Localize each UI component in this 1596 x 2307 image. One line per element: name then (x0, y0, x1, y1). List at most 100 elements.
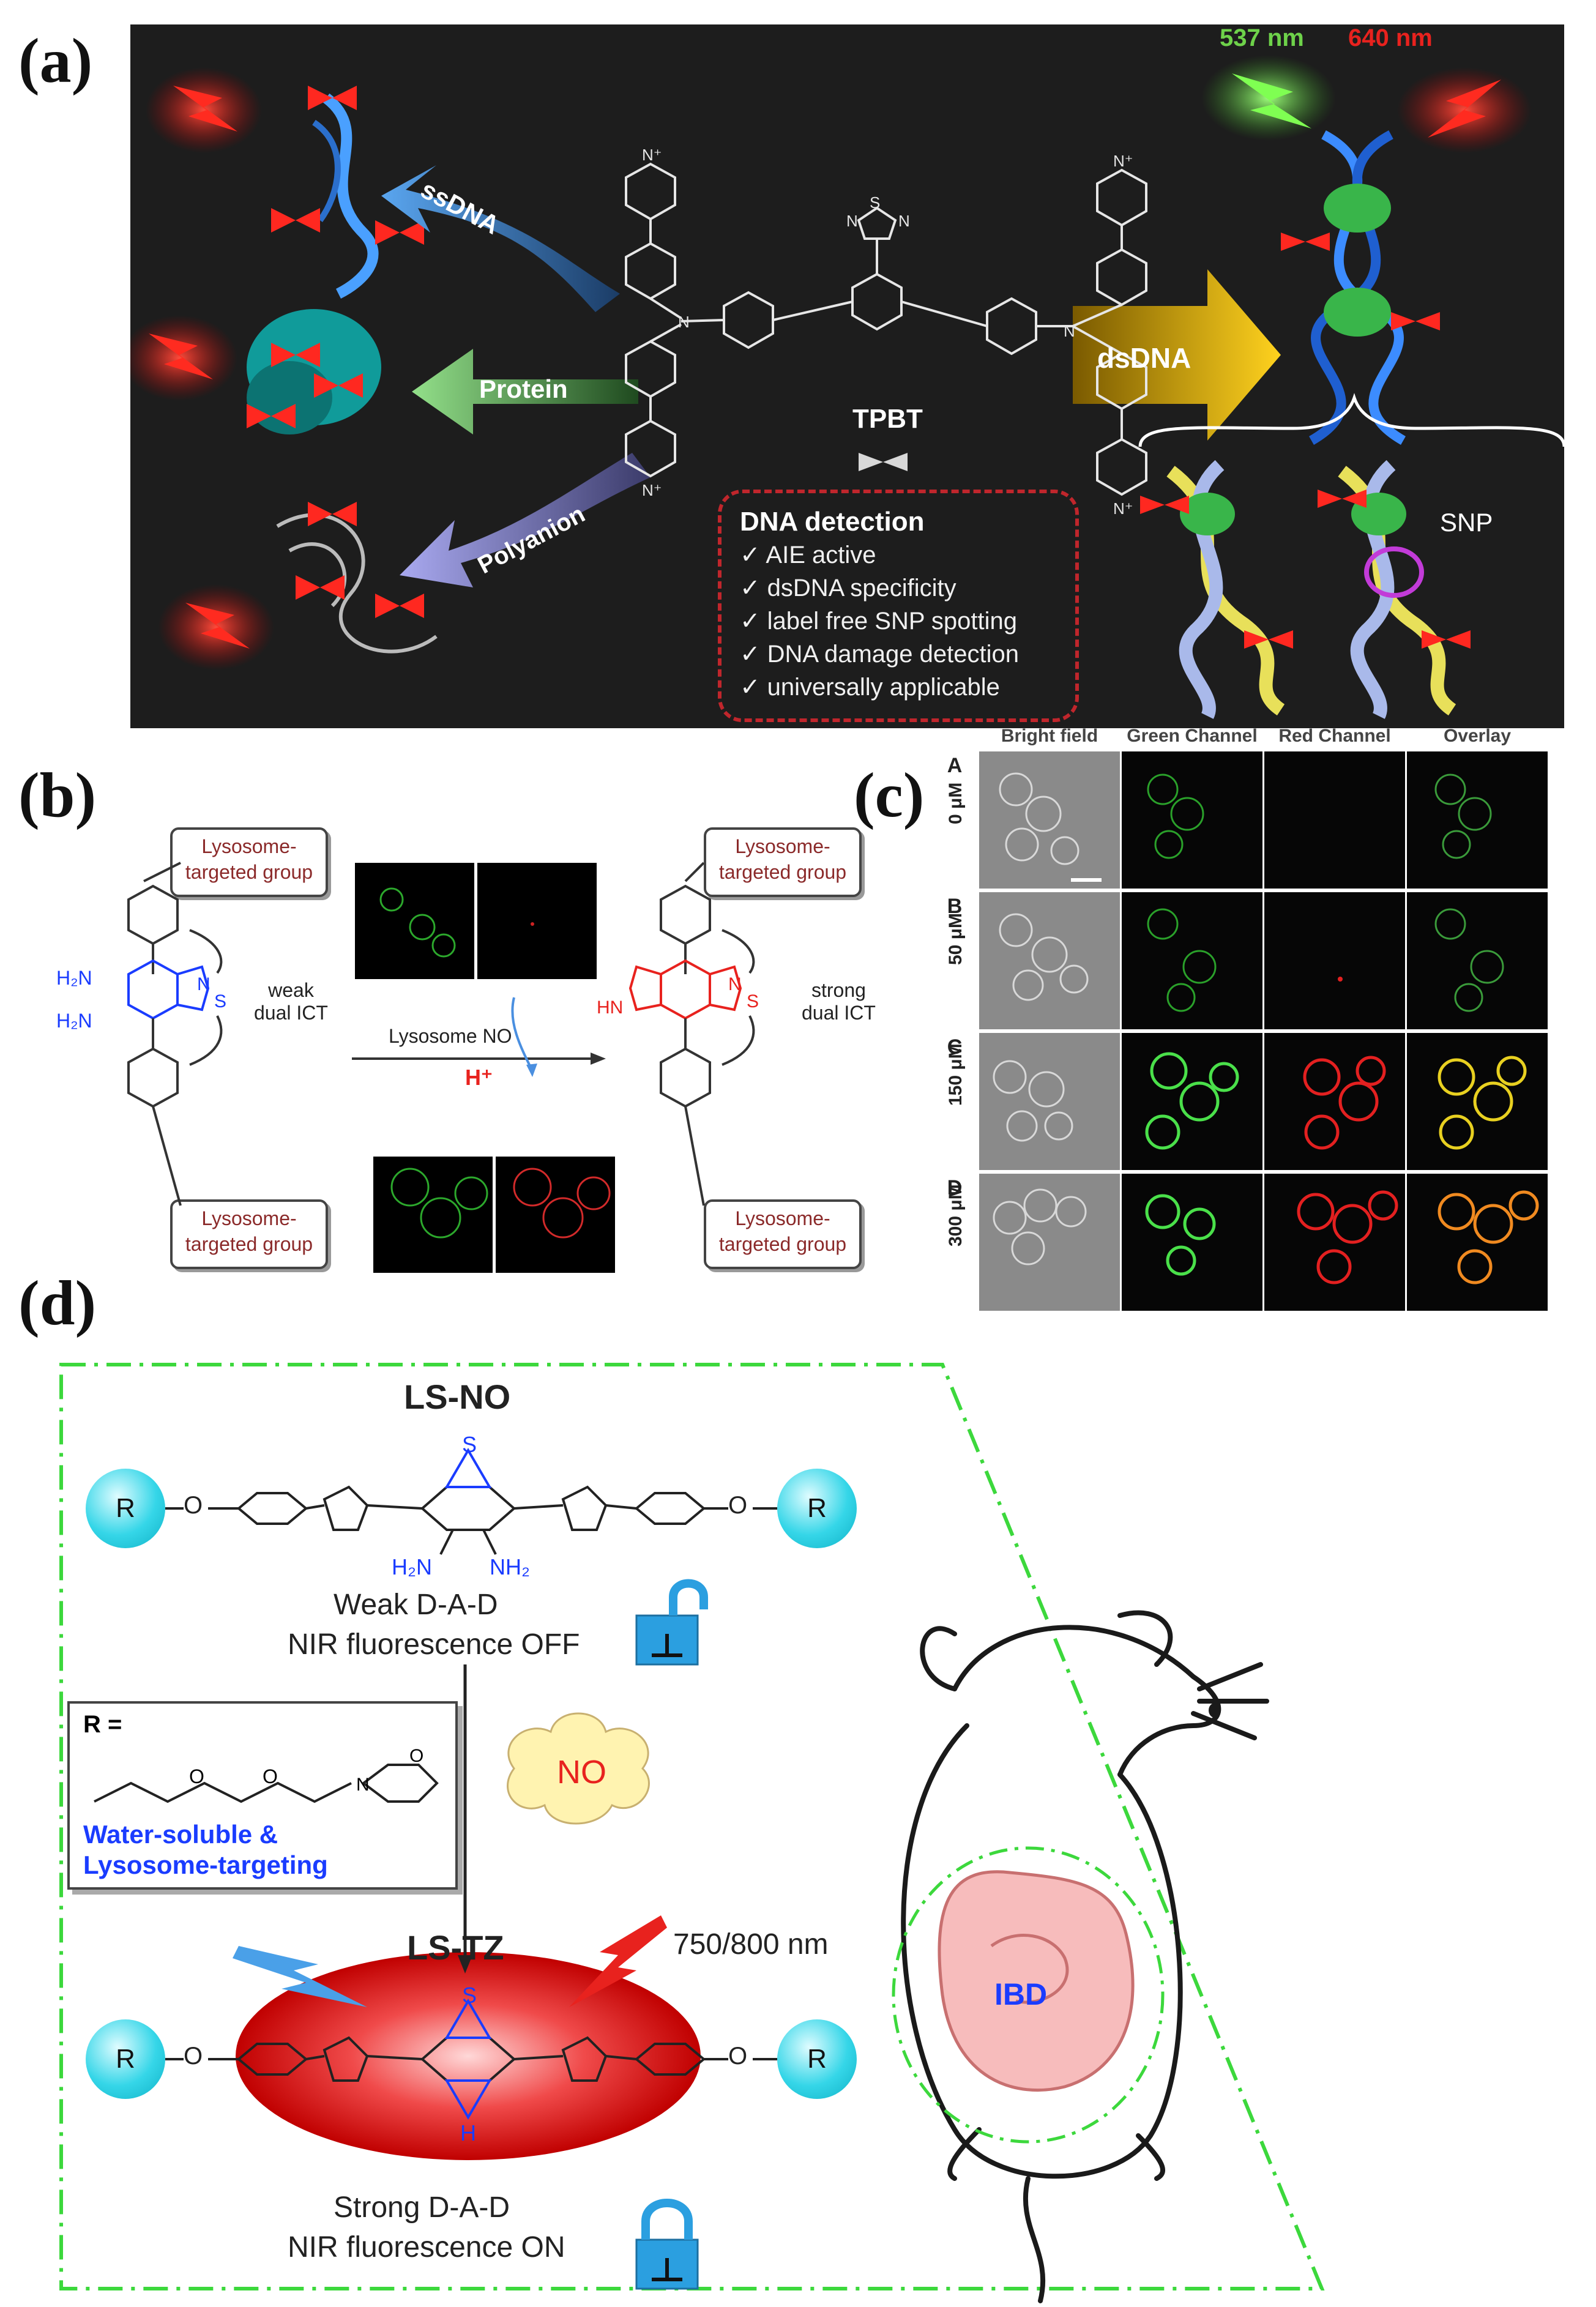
svg-text:N⁺: N⁺ (1113, 152, 1133, 170)
row-concentration: 300 μM (945, 1184, 966, 1247)
ls-no-structure (165, 1485, 777, 1555)
hn-label: HN (597, 997, 624, 1018)
panel-c-cell-imaging: Bright field Green Channel Red Channel O… (942, 722, 1567, 1322)
panel-d-artwork (59, 1363, 1325, 2303)
tpbt-bound-icons (1140, 233, 1471, 649)
targeted-group-box: Lysosome-targeted group (170, 827, 328, 897)
amine-left: H₂N (392, 1554, 432, 1579)
ls-no-title: LS-NO (404, 1377, 511, 1416)
right-structure (628, 862, 755, 1206)
unlocked-lock-icon (635, 1579, 708, 1666)
oxygen-atom: O (728, 1492, 748, 1519)
green-channel-image (1122, 892, 1262, 1029)
bright-field-image (979, 1174, 1120, 1311)
panel-b-reaction-scheme: Lysosome-targeted group Lysosome-targete… (43, 814, 884, 1279)
overlay-image (1407, 1174, 1548, 1311)
column-header: Red Channel (1278, 726, 1391, 746)
targeted-group-box: Lysosome-targeted group (704, 827, 862, 897)
no-label: NO (557, 1754, 606, 1791)
left-structure (127, 862, 223, 1206)
intestine-icon (938, 1870, 1135, 2092)
red-channel-image (1264, 1174, 1405, 1311)
cell-image-red-before (477, 863, 597, 979)
atom-n: N (728, 974, 742, 994)
svg-text:S: S (870, 193, 880, 212)
ls-tz-title: LS-TZ (407, 1928, 504, 1967)
detection-item: ✓ universally applicable (740, 674, 1000, 701)
hydrogen-atom: H (460, 2120, 476, 2145)
green-flash-icon (1201, 55, 1336, 141)
tpbt-bowtie-icon (859, 453, 908, 471)
protein-arrow (412, 349, 638, 434)
overlay-image (1407, 1033, 1548, 1170)
row-concentration: 50 μM (945, 912, 966, 965)
red-flash-icon (130, 315, 237, 401)
tpbt-name: TPBT (852, 404, 923, 434)
column-header: Overlay (1443, 726, 1512, 746)
r-group-circle: R (86, 2019, 165, 2099)
row-letter: A (947, 754, 963, 777)
oxygen-atom: O (184, 2043, 203, 2070)
panel-label-d: (d) (18, 1268, 97, 1338)
red-channel-image (1264, 892, 1405, 1029)
process-arrow (511, 997, 534, 1072)
panel-label-c: (c) (854, 760, 925, 830)
detection-item: ✓ dsDNA specificity (740, 575, 956, 602)
reaction-condition: Lysosome NO (389, 1025, 512, 1047)
panel-d-ls-no-probe: LS-NO R R O O S H₂N NH₂ Weak D-A-D NIR f… (0, 1346, 1596, 2307)
wavelength-red: 640 nm (1348, 24, 1433, 51)
r-group-definition-box: R = O O N O Water-soluble & Lysosome-tar… (67, 1701, 458, 1890)
thiadiazole-ring (444, 1448, 492, 1488)
water-soluble-label: Water-soluble & (83, 1820, 278, 1849)
row-letter: C (947, 1035, 963, 1059)
brace (1138, 393, 1564, 447)
overlay-image (1407, 751, 1548, 889)
polyanion-arrow (400, 453, 651, 587)
strong-dad-label: Strong D-A-D (334, 2191, 510, 2224)
red-lightning-icon (569, 1915, 667, 2007)
svg-text:O: O (409, 1746, 423, 1766)
dna-helix-pair-right (1338, 460, 1456, 719)
sulfur-atom: S (462, 1432, 477, 1457)
sulfur-atom: S (462, 1983, 477, 2008)
row-concentration: 0 μM (945, 782, 966, 824)
panel-b-structures (127, 862, 755, 1273)
bright-field-image (979, 1033, 1120, 1170)
ssdna-arrow (381, 165, 620, 312)
bright-field-image (979, 751, 1120, 889)
green-channel-image (1122, 1174, 1262, 1311)
dashed-frame (59, 1363, 1325, 2290)
r-group-circle: R (86, 1469, 165, 1548)
svg-text:N: N (898, 212, 910, 230)
green-channel-image (1122, 1033, 1262, 1170)
mouse-illustration-icon (901, 1610, 1269, 2303)
green-channel-image (1122, 751, 1262, 889)
wavelength-green: 537 nm (1220, 24, 1304, 51)
overlay-image (1407, 892, 1548, 1029)
panel-label-b: (b) (18, 760, 97, 830)
column-header: Green Channel (1127, 726, 1258, 746)
tpbt-structure (625, 162, 1147, 496)
svg-text:N⁺: N⁺ (642, 146, 662, 164)
svg-text:N: N (846, 212, 858, 230)
red-channel-image (1264, 1033, 1405, 1170)
amine-label: H₂N (56, 967, 92, 989)
fluorescence-on-label: NIR fluorescence ON (288, 2231, 565, 2264)
cell-image-green-after (373, 1157, 493, 1273)
wavelength-label: 750/800 nm (673, 1928, 829, 1961)
locked-lock-icon (635, 2199, 699, 2290)
no-cloud-icon (507, 1712, 650, 1825)
dna-detection-title: DNA detection (740, 507, 925, 537)
r-group-circle: R (777, 1469, 857, 1548)
dna-detection-box: DNA detection ✓ AIE active ✓ dsDNA speci… (718, 490, 1079, 722)
blue-lightning-icon (233, 1946, 367, 2007)
r-group-circle: R (777, 2019, 857, 2099)
detection-item: ✓ AIE active (740, 542, 876, 568)
protein-arrow-label: Protein (479, 375, 568, 403)
dna-helix-pair-left (1166, 460, 1285, 719)
row-concentration: 150 μM (945, 1043, 966, 1106)
atom-s: S (214, 991, 227, 1012)
svg-text:N: N (1064, 322, 1075, 340)
red-flash-icon (146, 67, 262, 153)
